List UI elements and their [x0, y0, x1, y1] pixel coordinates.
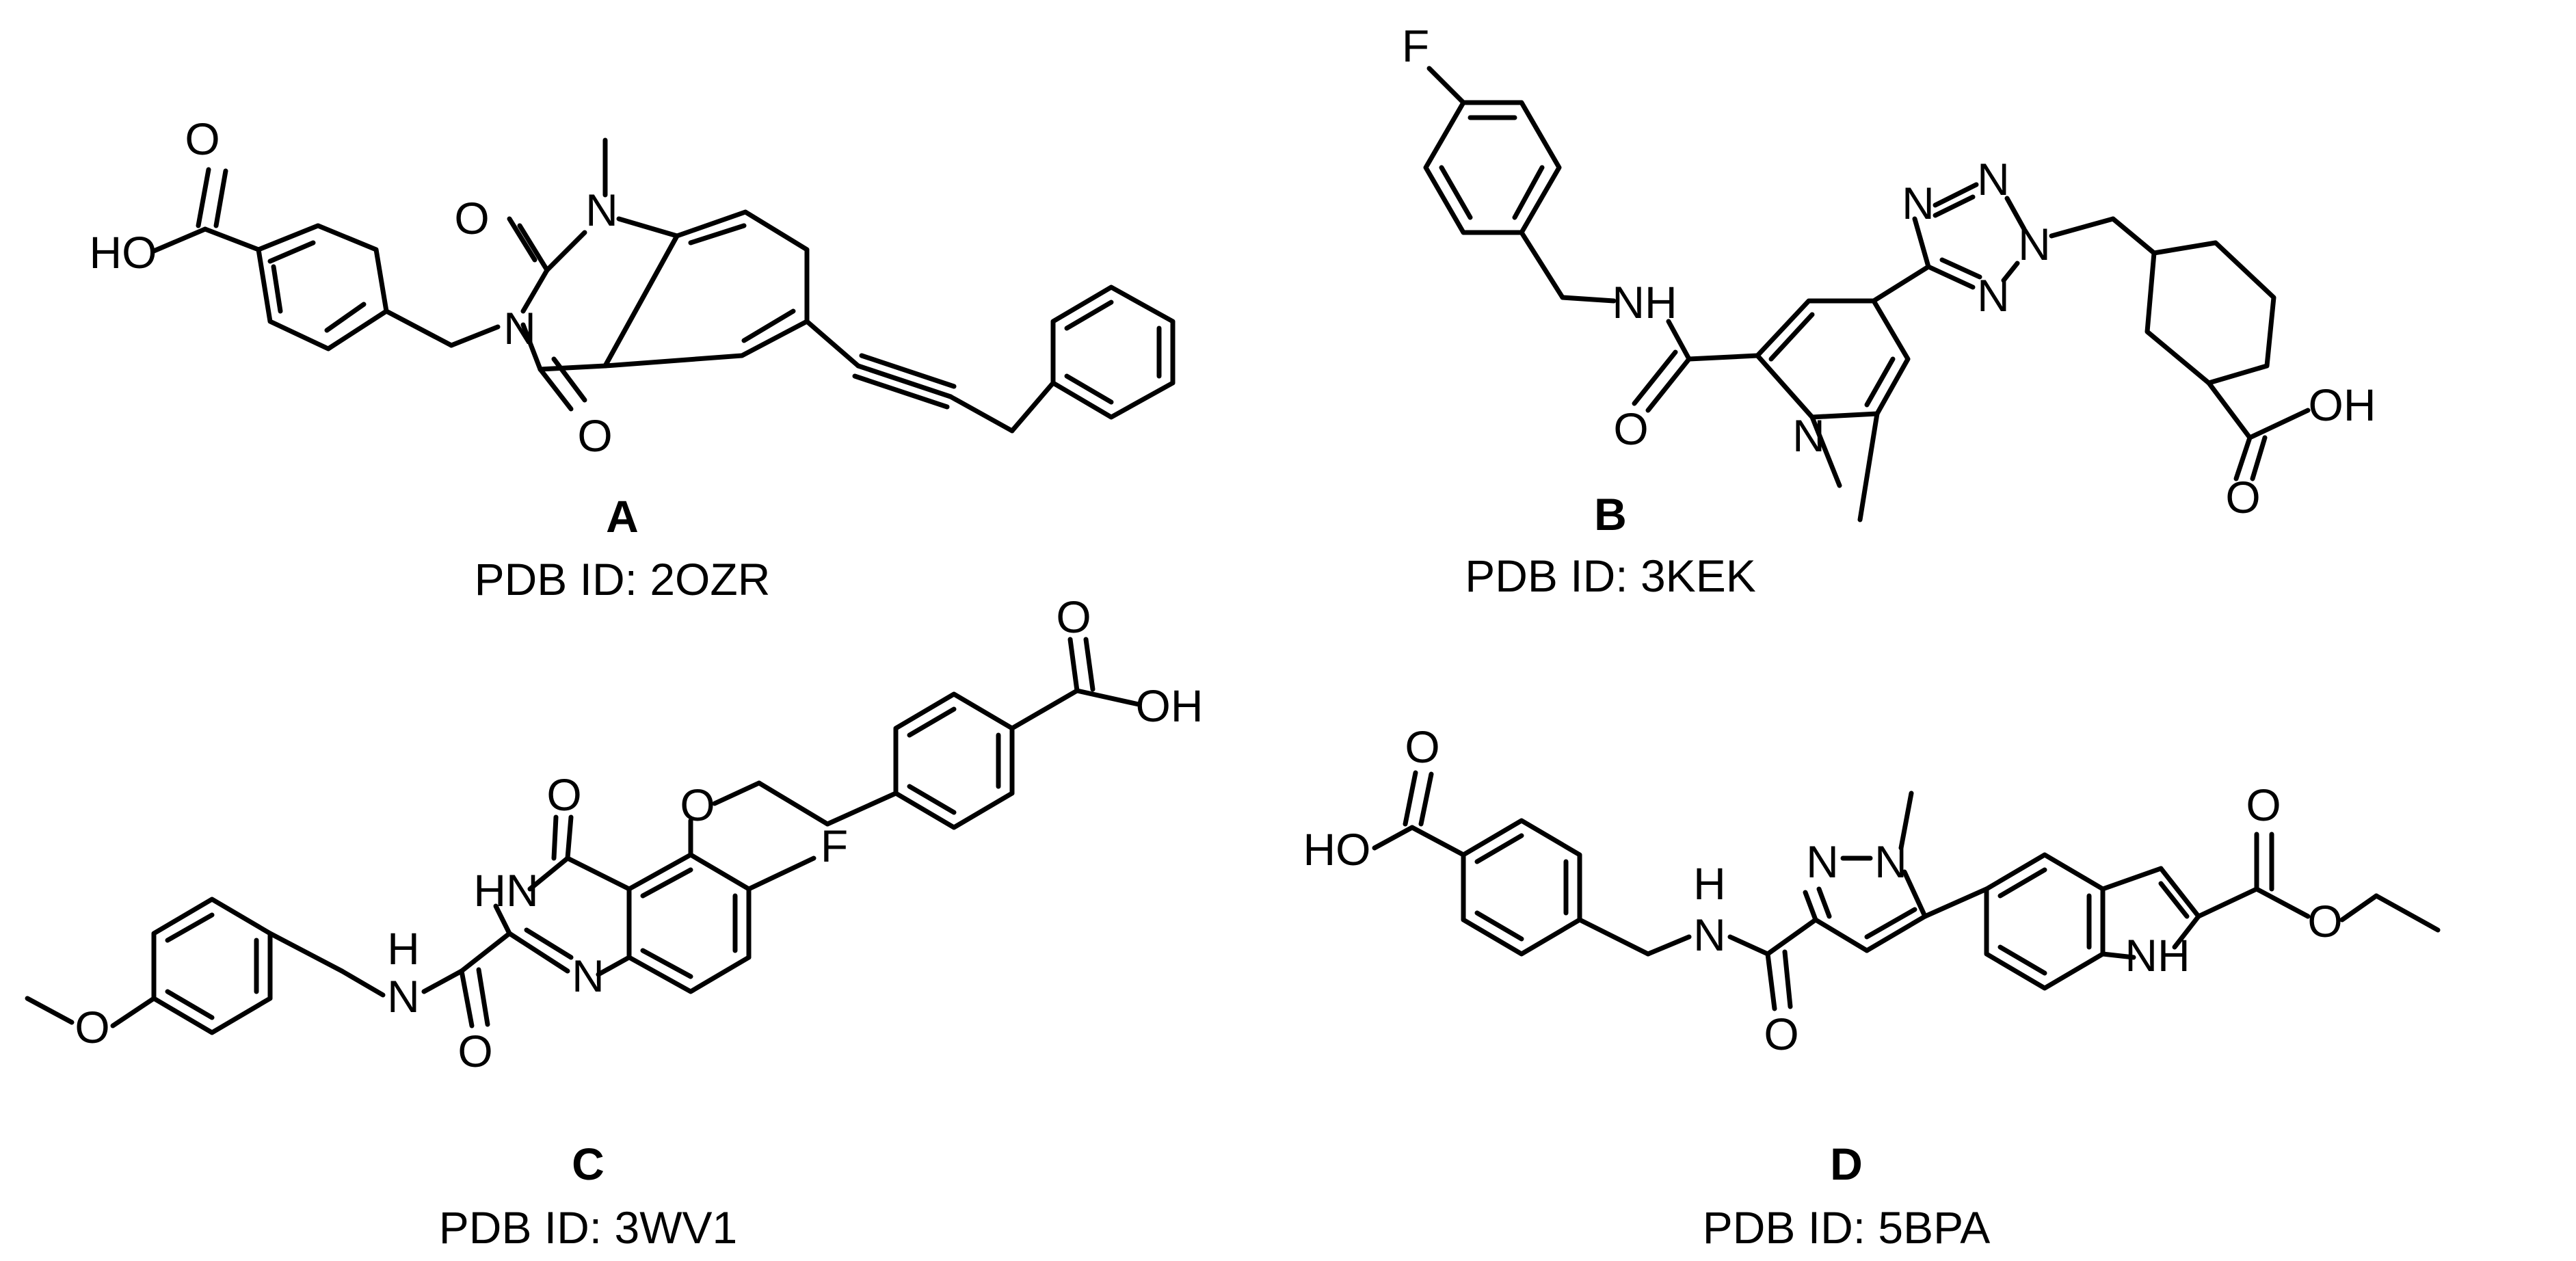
atom-o: O: [680, 780, 715, 830]
compound-letter: B: [1594, 489, 1627, 540]
atom-h: H: [1693, 858, 1726, 909]
atom-o: O: [546, 769, 581, 820]
atom-n: N: [1806, 836, 1839, 887]
atom-o: O: [2307, 896, 2342, 946]
atom-hn: HN: [473, 865, 538, 916]
atom-o: O: [2246, 780, 2281, 830]
atom-nh: NH: [1612, 277, 1677, 328]
compound-a: O HO O N N O A PDB ID: 2OZR: [90, 114, 1176, 605]
compound-letter: C: [572, 1139, 605, 1189]
atom-n: N: [2018, 219, 2051, 269]
atom-ho: HO: [90, 227, 157, 278]
atom-ho: HO: [1303, 824, 1371, 875]
pdb-id-label: PDB ID: 5BPA: [1703, 1202, 1991, 1253]
atom-o: O: [75, 1002, 109, 1052]
atom-o: O: [2225, 472, 2260, 522]
pdb-id-label: PDB ID: 2OZR: [475, 554, 771, 605]
atom-oh: OH: [1136, 680, 1204, 731]
atom-n: N: [572, 951, 605, 1001]
compound-letter: A: [606, 491, 639, 542]
compound-letter: D: [1830, 1139, 1863, 1189]
atom-o: O: [1764, 1009, 1798, 1059]
atom-o: O: [1056, 592, 1091, 642]
atom-o: O: [454, 193, 489, 243]
atom-n: N: [1902, 178, 1935, 228]
compound-d: O HO H N O N N NH O O D PDB ID: 5BPA: [1303, 721, 2441, 1253]
atom-h: H: [387, 923, 420, 974]
atom-o: O: [577, 410, 612, 461]
pdb-id-label: PDB ID: 3KEK: [1465, 550, 1756, 601]
atom-n: N: [1874, 836, 1907, 887]
atom-n: N: [585, 185, 618, 235]
atom-n: N: [503, 303, 536, 354]
atom-n: N: [1977, 270, 2010, 321]
compound-c: O H N O HN O N O F O OH C PDB ID: 3WV1: [25, 592, 1204, 1253]
atom-o: O: [185, 114, 220, 164]
atom-o: O: [1405, 721, 1439, 772]
atom-n: N: [1693, 910, 1726, 960]
compound-b: F NH O N N N N N O OH B PDB ID: 3KEK: [1402, 21, 2376, 601]
atom-n: N: [387, 971, 420, 1022]
atom-n: N: [1792, 410, 1825, 461]
atom-f: F: [821, 821, 848, 871]
atom-o: O: [1613, 403, 1648, 454]
atom-o: O: [457, 1026, 492, 1076]
atom-n: N: [1977, 154, 2010, 204]
atom-f: F: [1402, 21, 1429, 71]
atom-nh: NH: [2125, 930, 2190, 981]
pdb-id-label: PDB ID: 3WV1: [439, 1202, 737, 1253]
atom-oh: OH: [2309, 380, 2376, 430]
